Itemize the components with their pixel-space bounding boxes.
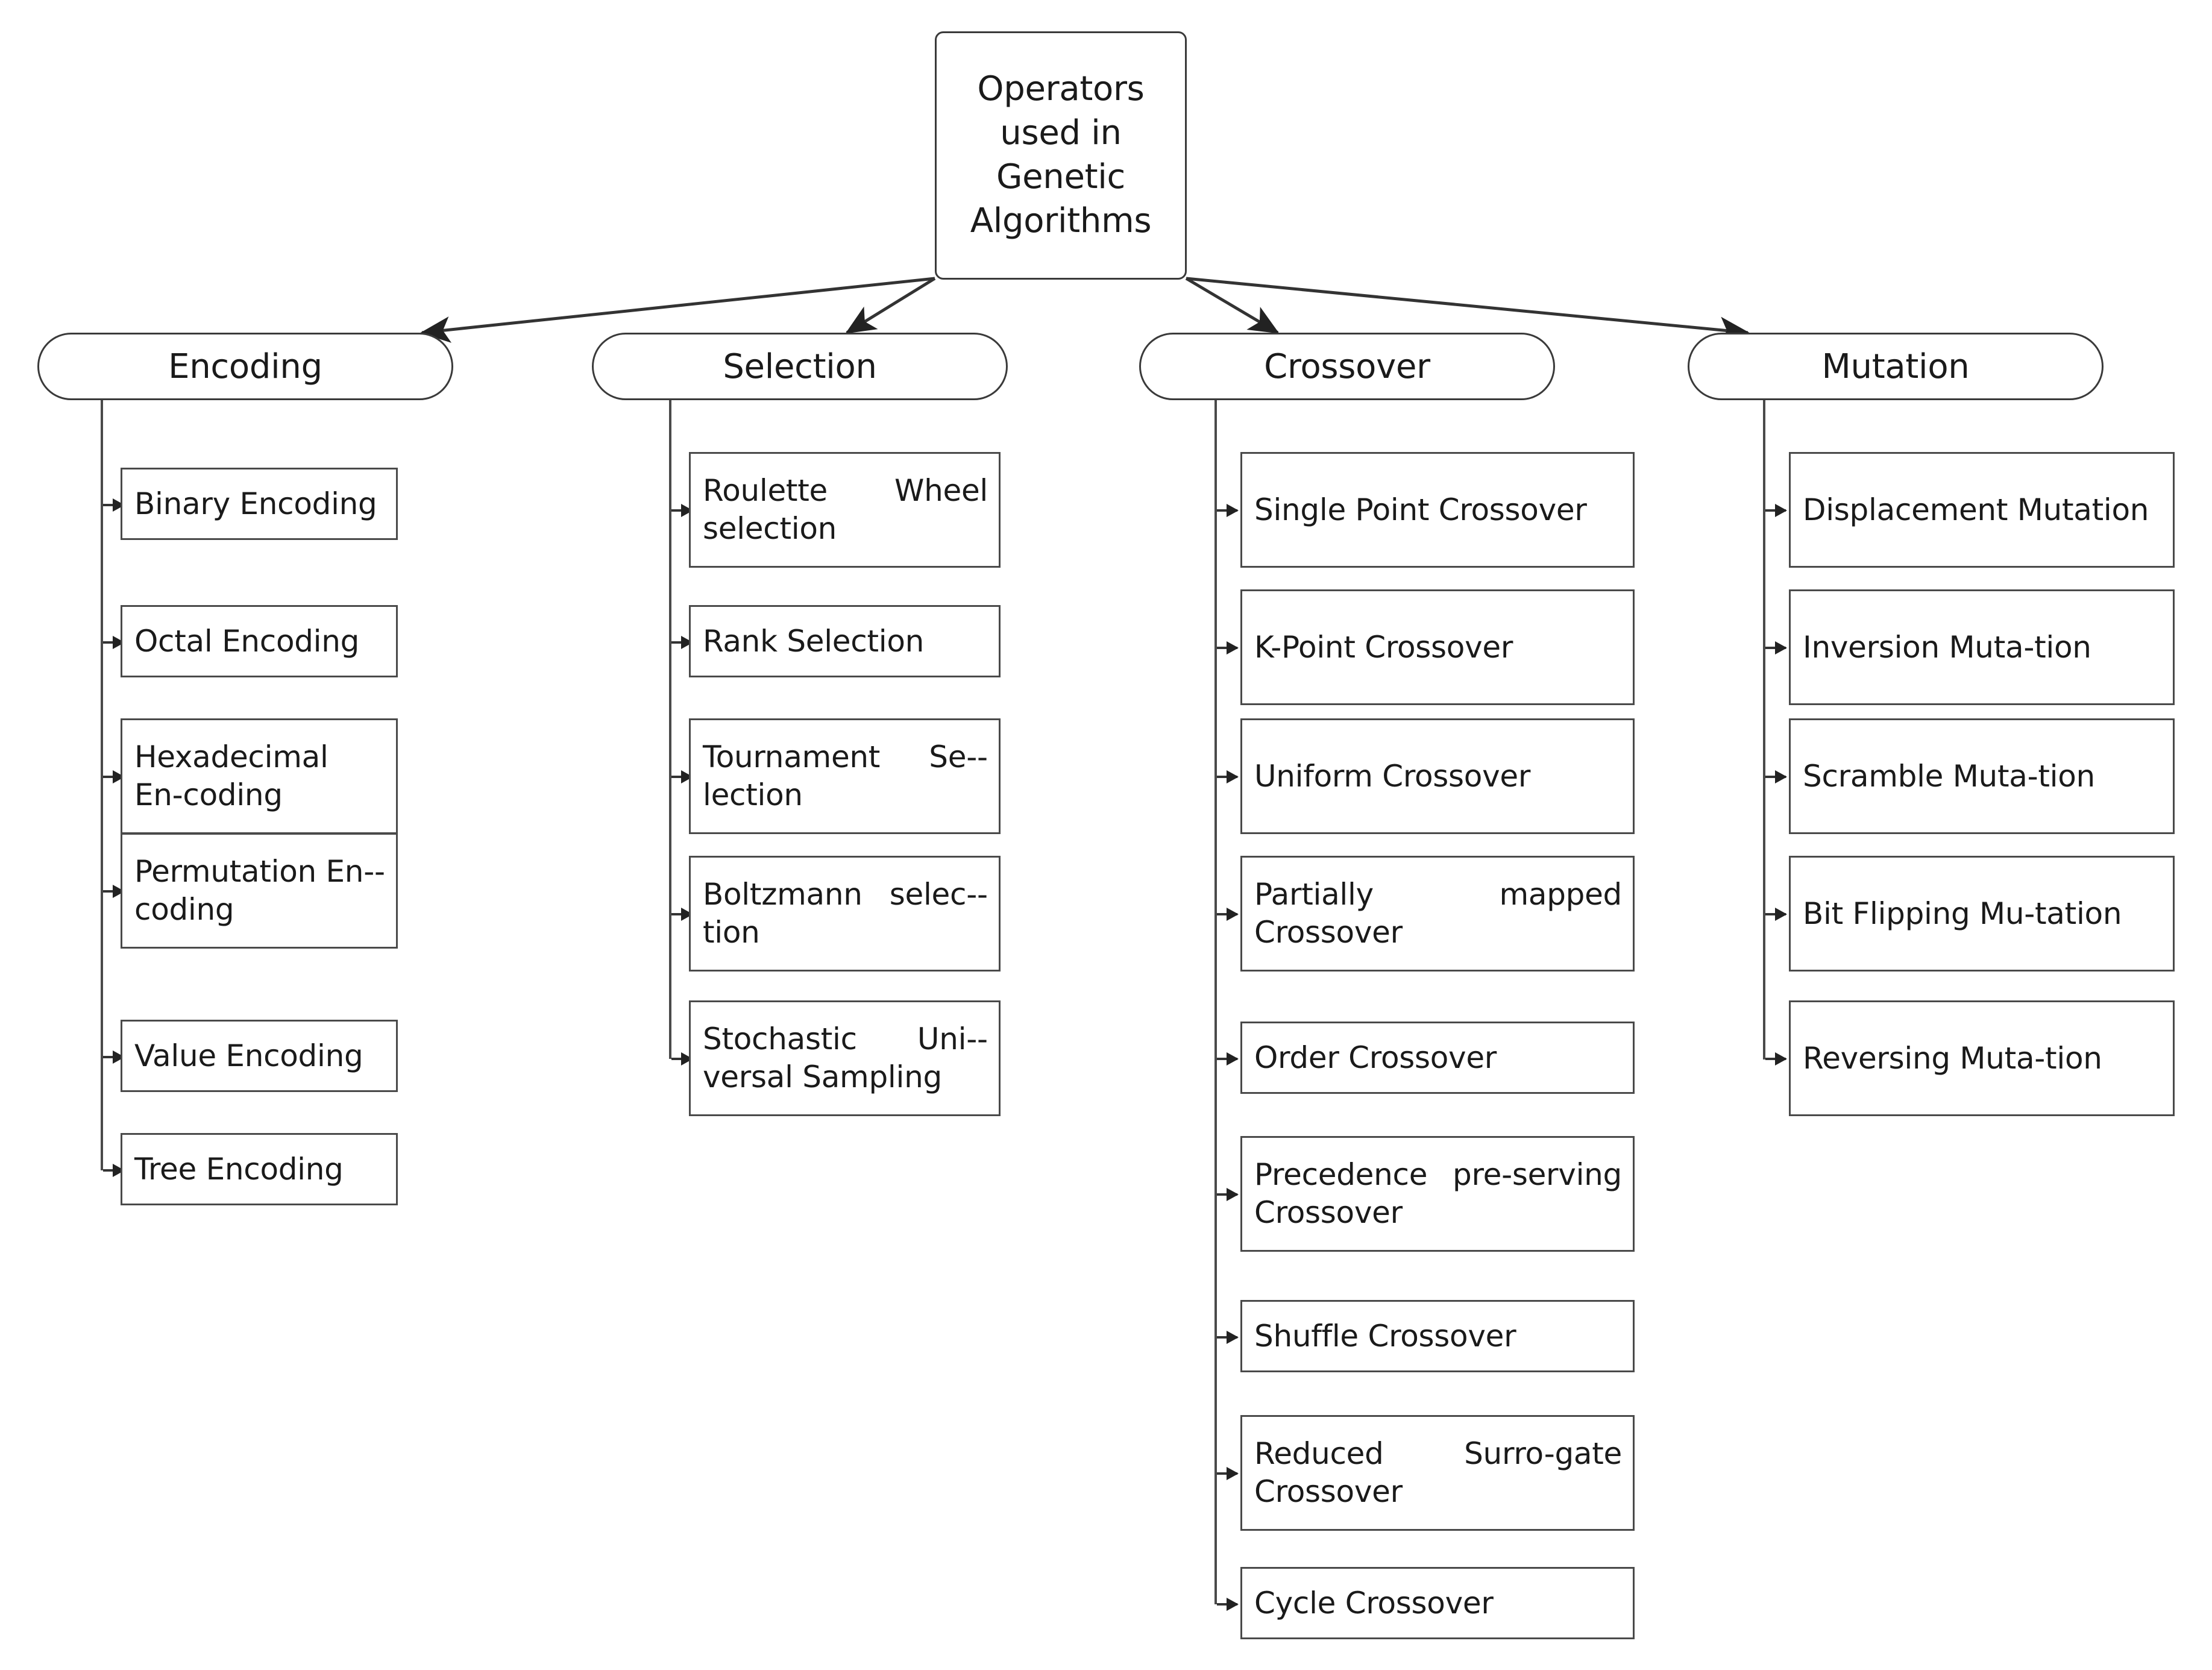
connector-crossover-1 xyxy=(1217,509,1237,512)
category-node-encoding[interactable]: Encoding xyxy=(37,333,453,400)
leaf-inversion-mutation[interactable]: Inversion Muta-­tion xyxy=(1789,589,2175,705)
category-node-selection[interactable]: Selection xyxy=(592,333,1008,400)
connector-selection-4 xyxy=(671,913,692,915)
connector-encoding-5 xyxy=(103,1056,124,1058)
leaf-tournament-selection[interactable]: Tournament Se-­lection xyxy=(689,718,1001,834)
connector-encoding-4 xyxy=(103,890,124,893)
connector-mutation-5 xyxy=(1765,1058,1786,1060)
connector-selection-1 xyxy=(671,509,692,512)
connector-encoding-1 xyxy=(103,504,124,506)
connector-crossover-7 xyxy=(1217,1336,1237,1339)
leaf-reduced-surrogate-crossover[interactable]: Reduced Surro-­gate Crossover xyxy=(1240,1415,1635,1531)
leaf-partially-mapped-crossover[interactable]: Partially mapped Crossover xyxy=(1240,856,1635,972)
leaf-stochastic-universal-sampling[interactable]: Stochastic Uni-­versal Sampling xyxy=(689,1000,1001,1116)
connector-selection-2 xyxy=(671,641,692,644)
trunk-encoding xyxy=(101,400,103,1170)
root-label-line-2: used in xyxy=(1000,113,1122,153)
leaf-displacement-mutation[interactable]: Displacement Mutation xyxy=(1789,452,2175,568)
category-node-crossover[interactable]: Crossover xyxy=(1139,333,1555,400)
root-label-line-3: Genetic xyxy=(996,157,1125,196)
connector-crossover-3 xyxy=(1217,776,1237,778)
leaf-permutation-encoding[interactable]: Permutation En-­coding xyxy=(121,833,398,949)
connector-crossover-8 xyxy=(1217,1472,1237,1475)
leaf-hexadecimal-encoding[interactable]: Hexadecimal En-­coding xyxy=(121,718,398,834)
leaf-single-point-crossover[interactable]: Single Point Crossover xyxy=(1240,452,1635,568)
connector-crossover-9 xyxy=(1217,1603,1237,1606)
leaf-shuffle-crossover[interactable]: Shuffle Crossover xyxy=(1240,1300,1635,1372)
leaf-value-encoding[interactable]: Value Encoding xyxy=(121,1020,398,1092)
category-node-mutation[interactable]: Mutation xyxy=(1688,333,2104,400)
connector-crossover-5 xyxy=(1217,1058,1237,1060)
connector-crossover-2 xyxy=(1217,647,1237,649)
trunk-selection xyxy=(669,400,671,1059)
connector-mutation-3 xyxy=(1765,776,1786,778)
connector-encoding-6 xyxy=(103,1169,124,1172)
trunk-mutation xyxy=(1763,400,1765,1059)
root-label-line-1: Operators xyxy=(977,69,1145,109)
root-node[interactable]: Operators used in Genetic Algorithms xyxy=(935,31,1187,280)
connector-mutation-2 xyxy=(1765,647,1786,649)
leaf-bit-flipping-mutation[interactable]: Bit Flipping Mu-­tation xyxy=(1789,856,2175,972)
leaf-tree-encoding[interactable]: Tree Encoding xyxy=(121,1133,398,1205)
leaf-roulette-wheel-selection[interactable]: Roulette Wheel selection xyxy=(689,452,1001,568)
leaf-rank-selection[interactable]: Rank Selection xyxy=(689,605,1001,677)
leaf-scramble-mutation[interactable]: Scramble Muta-­tion xyxy=(1789,718,2175,834)
leaf-k-point-crossover[interactable]: K-Point Crossover xyxy=(1240,589,1635,705)
connector-selection-3 xyxy=(671,776,692,778)
leaf-binary-encoding[interactable]: Binary Encoding xyxy=(121,468,398,540)
connector-encoding-3 xyxy=(103,776,124,778)
leaf-precedence-preserving-crossover[interactable]: Precedence pre-­serving Crossover xyxy=(1240,1136,1635,1252)
connector-mutation-1 xyxy=(1765,509,1786,512)
connector-encoding-2 xyxy=(103,641,124,644)
connector-crossover-4 xyxy=(1217,913,1237,915)
leaf-octal-encoding[interactable]: Octal Encoding xyxy=(121,605,398,677)
connector-selection-5 xyxy=(671,1058,692,1060)
leaf-reversing-mutation[interactable]: Reversing Muta-­tion xyxy=(1789,1000,2175,1116)
leaf-uniform-crossover[interactable]: Uniform Crossover xyxy=(1240,718,1635,834)
leaf-cycle-crossover[interactable]: Cycle Crossover xyxy=(1240,1567,1635,1639)
connector-mutation-4 xyxy=(1765,913,1786,915)
leaf-boltzmann-selection[interactable]: Boltzmann selec-­tion xyxy=(689,856,1001,972)
root-label-line-4: Algorithms xyxy=(970,201,1152,240)
trunk-crossover xyxy=(1214,400,1217,1604)
leaf-order-crossover[interactable]: Order Crossover xyxy=(1240,1022,1635,1094)
connector-crossover-6 xyxy=(1217,1193,1237,1196)
